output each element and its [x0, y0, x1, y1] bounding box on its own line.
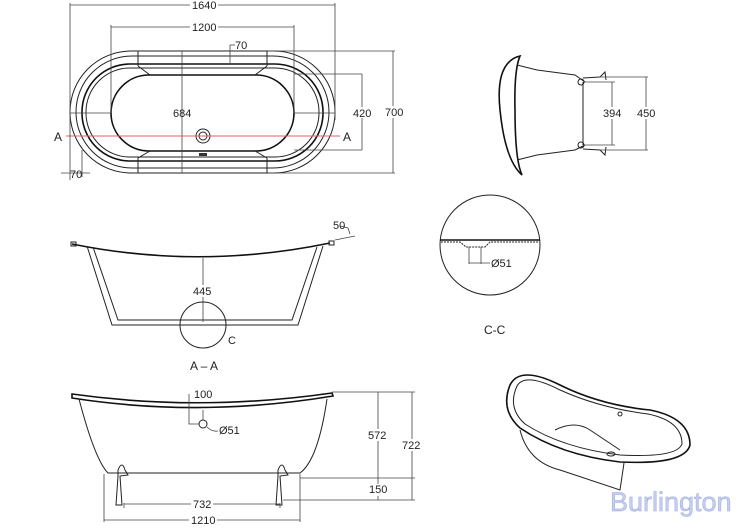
detail-title: C-C — [484, 323, 506, 337]
dim-overflow-offset: 100 — [194, 389, 212, 401]
dim-rim-thickness: 50 — [333, 220, 345, 232]
dim-rim-side: 70 — [70, 169, 82, 181]
dim-feet-inner: 394 — [603, 108, 621, 120]
dim-overall-length: 1640 — [192, 0, 216, 12]
dim-waste-diameter: Ø51 — [491, 258, 512, 270]
end-view: 394 450 — [498, 54, 657, 176]
side-view: 100 Ø51 572 722 150 732 1210 — [71, 389, 423, 527]
dim-overall-width: 700 — [385, 107, 403, 119]
dim-feet-spacing: 732 — [193, 499, 211, 511]
plan-view — [61, 3, 395, 180]
brand-logo: Burlington — [610, 487, 732, 517]
dim-depth: 445 — [193, 286, 211, 298]
dim-feet-outer: 450 — [637, 108, 655, 120]
section-marker-left: A — [54, 130, 62, 144]
plan-view-labels: 1640 1200 70 684 420 700 70 A A — [54, 0, 406, 181]
detail-cc: Ø51 C-C — [439, 194, 541, 337]
dim-rim-top: 70 — [235, 40, 247, 52]
section-aa: 445 50 C A – A — [70, 220, 356, 373]
dim-inner-width: 684 — [173, 108, 191, 120]
dim-total-height: 722 — [402, 440, 420, 452]
section-marker-right: A — [343, 130, 351, 144]
dim-basin-width: 420 — [353, 108, 371, 120]
dim-base-length: 1210 — [191, 515, 215, 527]
dim-overflow-diameter: Ø51 — [219, 425, 240, 437]
detail-marker: C — [228, 335, 236, 347]
dim-foot-height: 150 — [369, 484, 387, 496]
dim-inner-length: 1200 — [192, 22, 216, 34]
dim-body-height: 572 — [368, 430, 386, 442]
isometric-view — [505, 374, 691, 491]
section-title: A – A — [190, 359, 218, 373]
